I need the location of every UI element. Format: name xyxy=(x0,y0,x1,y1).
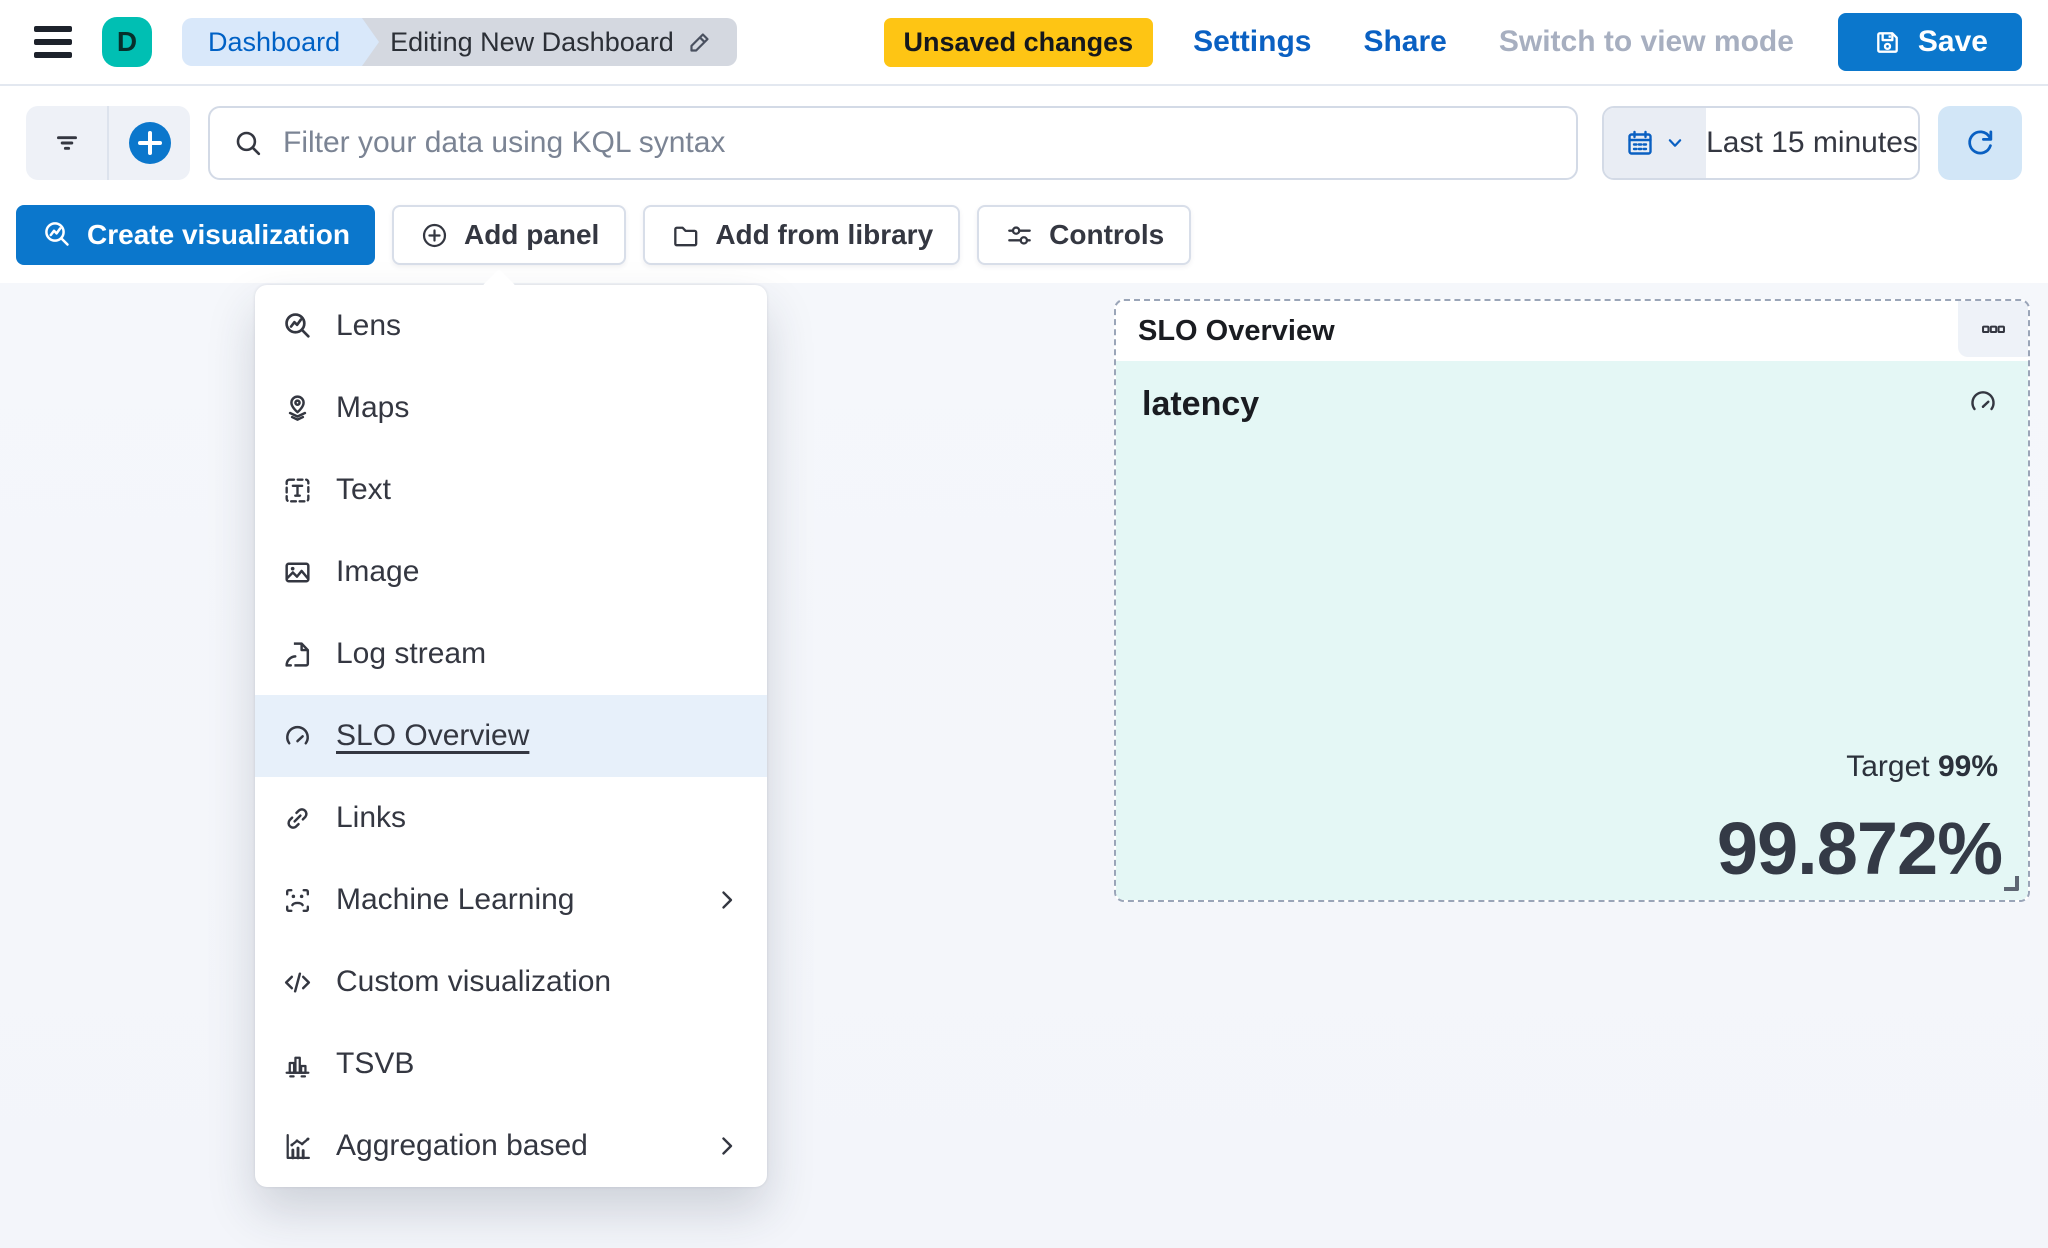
search-icon xyxy=(236,131,261,155)
gauge-icon xyxy=(286,725,309,745)
kql-search-box xyxy=(208,106,1578,180)
save-icon xyxy=(1877,31,1898,53)
menu-item-links[interactable]: Links xyxy=(255,777,767,859)
folder-icon xyxy=(674,226,698,246)
menu-item-label: Links xyxy=(336,801,407,834)
slo-target: Target 99% xyxy=(1846,750,1998,784)
menu-item-label: Image xyxy=(336,555,420,588)
controls-label: Controls xyxy=(1049,219,1165,250)
menu-item-aggregation-based[interactable]: Aggregation based xyxy=(255,1105,767,1187)
slo-overview-panel: SLO Overview latency Target 99% 99.872% xyxy=(1114,299,2030,902)
slo-target-label: Target xyxy=(1846,750,1930,783)
add-panel-menu: Lens Maps Text Image Log stream SLO Over… xyxy=(255,285,767,1187)
menu-hamburger-icon[interactable] xyxy=(34,26,72,58)
menu-item-label: Text xyxy=(336,473,392,506)
lens-icon xyxy=(285,312,310,338)
date-quick-select-button[interactable] xyxy=(1604,108,1706,178)
kql-input[interactable] xyxy=(283,126,1554,160)
filter-menu-button[interactable] xyxy=(26,106,107,180)
save-button-label: Save xyxy=(1917,25,1988,58)
text-icon xyxy=(285,477,310,503)
menu-item-slo-overview[interactable]: SLO Overview xyxy=(255,695,767,777)
query-bar: Last 15 minutes xyxy=(0,106,2048,180)
refresh-button[interactable] xyxy=(1938,106,2022,180)
menu-item-label: Maps xyxy=(336,391,410,424)
aggregation-chart-icon xyxy=(286,1133,310,1159)
filter-button-group xyxy=(26,106,190,180)
save-button[interactable]: Save xyxy=(1837,13,2022,71)
boxes-horizontal-icon xyxy=(1981,325,2005,333)
create-visualization-label: Create visualization xyxy=(87,219,350,250)
add-panel-label: Add panel xyxy=(463,219,600,250)
panel-header: SLO Overview xyxy=(1116,301,2028,361)
slo-value: 99.872% xyxy=(1716,807,2003,890)
menu-item-label: SLO Overview xyxy=(336,719,530,752)
unsaved-changes-badge: Unsaved changes xyxy=(883,17,1154,67)
add-panel-button[interactable]: Add panel xyxy=(391,205,627,265)
top-navigation-bar: D Dashboard Editing New Dashboard Unsave… xyxy=(0,0,2048,86)
breadcrumb-current[interactable]: Editing New Dashboard xyxy=(354,18,737,66)
chevron-down-icon xyxy=(1668,139,1682,147)
menu-item-label: TSVB xyxy=(336,1047,415,1080)
slo-target-value: 99% xyxy=(1937,750,1998,783)
machine-learning-icon xyxy=(286,888,309,912)
settings-link[interactable]: Settings xyxy=(1193,25,1312,58)
gauge-icon xyxy=(1971,391,1995,411)
menu-item-label: Log stream xyxy=(336,637,487,670)
plus-circle-icon xyxy=(128,122,171,164)
menu-item-custom-visualization[interactable]: Custom visualization xyxy=(255,941,767,1023)
share-link[interactable]: Share xyxy=(1363,25,1447,58)
chevron-right-icon xyxy=(722,1137,733,1155)
chevron-right-icon xyxy=(722,891,733,909)
panel-resize-handle[interactable] xyxy=(2004,876,2019,891)
avatar[interactable]: D xyxy=(102,17,152,67)
maps-icon xyxy=(288,394,307,421)
menu-item-lens[interactable]: Lens xyxy=(255,285,767,367)
slo-panel-body[interactable]: latency Target 99% 99.872% xyxy=(1116,361,2028,900)
slo-name: latency xyxy=(1142,385,1260,423)
add-filter-button[interactable] xyxy=(107,106,190,180)
filter-icon xyxy=(56,136,77,150)
breadcrumb-dashboard[interactable]: Dashboard xyxy=(182,18,380,66)
log-stream-icon xyxy=(285,641,310,667)
time-range-label: Last 15 minutes xyxy=(1706,126,1918,159)
menu-item-label: Lens xyxy=(336,309,402,342)
calendar-icon xyxy=(1628,130,1652,155)
image-icon xyxy=(285,561,310,583)
breadcrumb: Dashboard Editing New Dashboard xyxy=(182,18,737,66)
controls-sliders-icon xyxy=(1008,225,1031,245)
controls-button[interactable]: Controls xyxy=(977,205,1192,265)
switch-to-view-mode-link[interactable]: Switch to view mode xyxy=(1498,25,1794,58)
lens-icon xyxy=(45,222,69,246)
add-from-library-label: Add from library xyxy=(715,219,934,250)
menu-item-image[interactable]: Image xyxy=(255,531,767,613)
plus-in-circle-icon xyxy=(422,223,447,247)
menu-item-label: Custom visualization xyxy=(336,965,612,998)
menu-item-machine-learning[interactable]: Machine Learning xyxy=(255,859,767,941)
menu-item-text[interactable]: Text xyxy=(255,449,767,531)
panel-title: SLO Overview xyxy=(1138,314,1335,347)
date-picker: Last 15 minutes xyxy=(1602,106,1920,180)
menu-item-label: Aggregation based xyxy=(336,1129,588,1162)
tsvb-chart-icon xyxy=(285,1056,310,1077)
breadcrumb-current-label: Editing New Dashboard xyxy=(390,26,674,57)
menu-item-label: Machine Learning xyxy=(336,883,575,916)
menu-item-log-stream[interactable]: Log stream xyxy=(255,613,767,695)
create-visualization-button[interactable]: Create visualization xyxy=(16,205,375,265)
time-range-button[interactable]: Last 15 minutes xyxy=(1706,108,1918,178)
refresh-icon xyxy=(1968,130,1993,155)
panel-options-button[interactable] xyxy=(1958,301,2028,357)
add-from-library-button[interactable]: Add from library xyxy=(643,205,961,265)
menu-item-maps[interactable]: Maps xyxy=(255,367,767,449)
code-icon xyxy=(284,971,311,993)
pencil-icon xyxy=(690,32,709,52)
link-icon xyxy=(287,807,308,829)
dashboard-toolbar: Create visualization Add panel Add from … xyxy=(0,205,2048,265)
menu-item-tsvb[interactable]: TSVB xyxy=(255,1023,767,1105)
